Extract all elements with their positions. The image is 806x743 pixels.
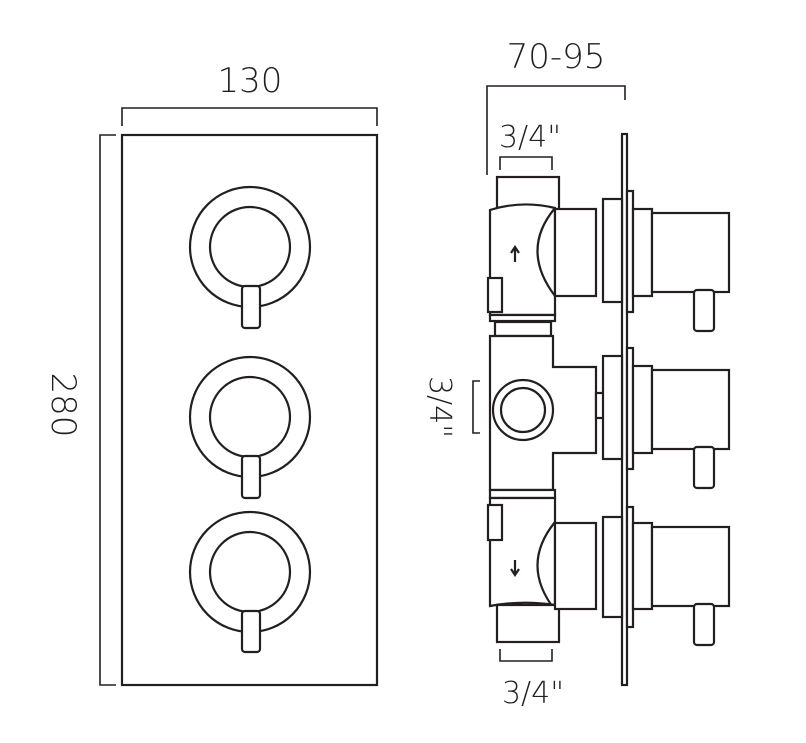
lever	[240, 284, 262, 330]
upper-valve-body	[486, 175, 598, 338]
top-outlet-label: 3/4"	[499, 120, 561, 155]
middle-valve-body	[488, 334, 608, 500]
flow-down-arrow-icon	[510, 560, 520, 577]
lever	[692, 288, 716, 333]
depth-label: 70-95	[507, 37, 606, 77]
lever	[240, 609, 262, 654]
depth-dimension: 70-95	[486, 37, 626, 175]
lever	[240, 454, 262, 500]
knob-bottom	[188, 510, 312, 654]
side-outlet-label: 3/4"	[422, 376, 457, 438]
faceplate	[120, 133, 379, 687]
height-dimension: 280	[43, 134, 116, 686]
lever	[692, 602, 716, 647]
width-dimension: 130	[121, 61, 378, 126]
handle-bottom	[601, 505, 731, 647]
side-outlet-dimension: 3/4"	[422, 376, 480, 438]
front-view: 130 280	[43, 61, 379, 687]
bottom-inlet-dimension: 3/4"	[499, 649, 564, 711]
handle-middle	[601, 346, 731, 490]
handle-top	[601, 189, 731, 333]
top-outlet-dimension: 3/4"	[499, 120, 561, 170]
side-view: 70-95 3/4" 3/4" 3/4"	[422, 37, 731, 711]
height-label: 280	[43, 373, 83, 438]
flow-up-arrow-icon	[510, 245, 520, 262]
knob-top	[188, 185, 312, 330]
lever	[692, 445, 716, 490]
bottom-inlet-label: 3/4"	[502, 676, 564, 711]
lower-valve-body	[486, 496, 598, 644]
knob-middle	[188, 355, 312, 500]
width-label: 130	[218, 61, 283, 101]
